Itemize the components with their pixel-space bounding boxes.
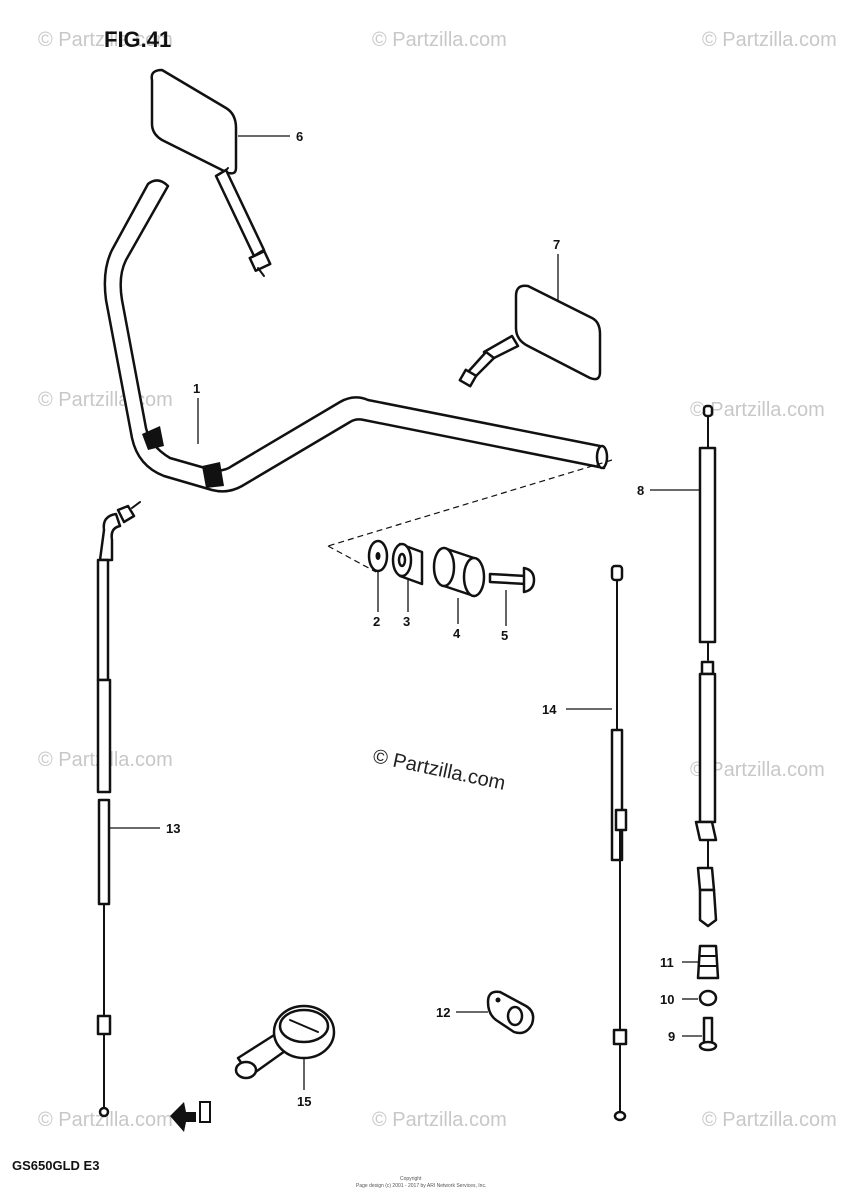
callout-labels: 6 7 1 8 2 3 4 5 14 13 11 10 9 12 15 bbox=[166, 129, 675, 1109]
part-14-cable bbox=[610, 564, 628, 1122]
part-3-damper bbox=[391, 542, 424, 586]
part-10-nut bbox=[698, 989, 718, 1007]
front-arrow-icon bbox=[170, 1101, 211, 1132]
watermark: © Partzilla.com bbox=[702, 1109, 837, 1131]
watermark: © Partzilla.com bbox=[38, 1109, 173, 1131]
watermark: © Partzilla.com bbox=[702, 29, 837, 51]
copyright-line: Page design (c) 2001 - 2017 by ARI Netwo… bbox=[356, 1183, 486, 1189]
part-4-balancer bbox=[432, 546, 486, 598]
watermark-grid: © Partzilla.com © Partzilla.com © Partzi… bbox=[38, 29, 837, 1131]
callout-8: 8 bbox=[637, 483, 644, 498]
figure-title: FIG.41 bbox=[104, 27, 171, 52]
part-15-throttle-housing bbox=[234, 1004, 336, 1080]
callout-4: 4 bbox=[453, 626, 461, 641]
leader-lines bbox=[110, 135, 702, 1090]
callout-2: 2 bbox=[373, 614, 380, 629]
part-2-washer bbox=[367, 539, 389, 573]
watermark: © Partzilla.com bbox=[372, 1109, 507, 1131]
callout-1: 1 bbox=[193, 381, 200, 396]
callout-11: 11 bbox=[660, 955, 674, 970]
alignment-line bbox=[327, 459, 613, 547]
callout-5: 5 bbox=[501, 628, 508, 643]
watermark: © Partzilla.com bbox=[38, 29, 173, 51]
part-7-right-mirror bbox=[458, 284, 602, 388]
model-code: GS650GLD E3 bbox=[12, 1158, 99, 1173]
callout-12: 12 bbox=[436, 1005, 450, 1020]
callout-13: 13 bbox=[166, 821, 180, 836]
watermark: © Partzilla.com bbox=[690, 759, 825, 781]
callout-10: 10 bbox=[660, 992, 674, 1007]
center-watermark: © Partzilla.com bbox=[371, 745, 507, 795]
part-9-pin bbox=[698, 1016, 718, 1052]
callout-9: 9 bbox=[668, 1029, 675, 1044]
part-8-cable bbox=[694, 404, 718, 928]
watermark: © Partzilla.com bbox=[372, 29, 507, 51]
copyright-line: Copyright bbox=[400, 1176, 422, 1182]
part-12-clamp bbox=[486, 990, 535, 1035]
watermark: © Partzilla.com bbox=[690, 399, 825, 421]
callout-15: 15 bbox=[297, 1094, 311, 1109]
alignment-line bbox=[327, 545, 377, 573]
callout-7: 7 bbox=[553, 237, 560, 252]
part-5-bolt bbox=[488, 566, 536, 594]
callout-14: 14 bbox=[542, 702, 557, 717]
watermark: © Partzilla.com bbox=[38, 389, 173, 411]
part-11-adjuster bbox=[696, 944, 720, 980]
part-6-left-mirror bbox=[150, 68, 272, 277]
part-13-throttle-cable bbox=[96, 501, 141, 1118]
callout-6: 6 bbox=[296, 129, 303, 144]
part-1-handlebar bbox=[103, 179, 609, 493]
callout-3: 3 bbox=[403, 614, 410, 629]
